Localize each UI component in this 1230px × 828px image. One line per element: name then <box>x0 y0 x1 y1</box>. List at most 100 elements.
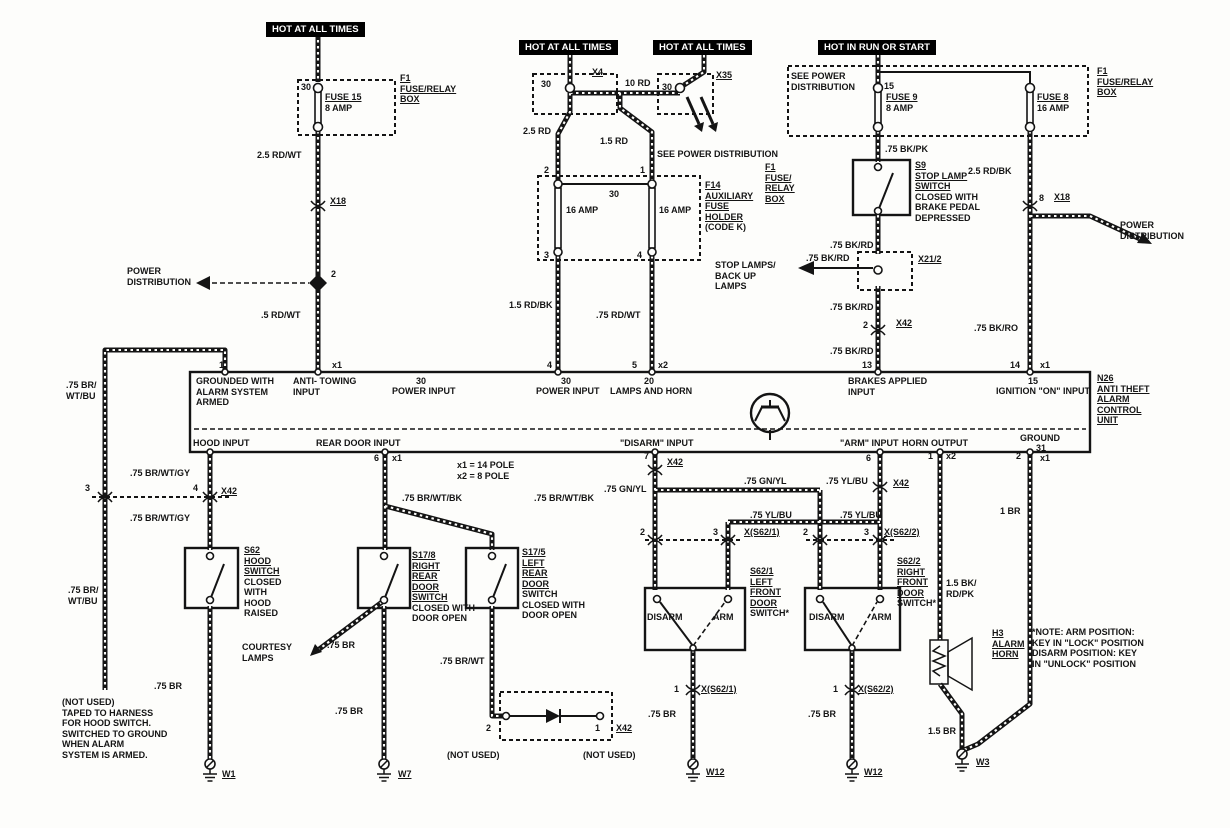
wire-1-5-bk-rd-pk-text-0: 1.5 BK/ <box>946 578 977 588</box>
f14-label-text-0: F14 <box>705 180 721 190</box>
wire-0-75-br-hood-text-0: .75 BR <box>154 681 183 691</box>
wire-0-75-bk-ro: .75 BK/RO <box>974 323 1018 334</box>
f1-fusebox-right-label-text-0: F1 <box>1097 66 1108 76</box>
hood-not-used-note-text-3: SWITCHED TO GROUND <box>62 728 168 739</box>
connector-x42-brake: X42 <box>896 318 912 329</box>
fuse9-terminal-15-text-0: 15 <box>884 81 895 91</box>
see-pd-arrow-line-1 <box>685 96 701 125</box>
cu-pin-6-rear: 6 <box>374 453 379 464</box>
hood-not-used-note-text-0: (NOT USED) <box>62 697 115 707</box>
s9-label-text-0: S9 <box>915 160 927 170</box>
wire-0-75-bk-rd-3: .75 BK/RD <box>830 302 874 313</box>
connector-x42-arm-symbol <box>872 481 888 493</box>
connector-xs621-top-text-0: X(S62/1) <box>744 527 780 537</box>
cu-pin-14-x1: x1 <box>1040 360 1050 371</box>
wire-1-br: 1 BR <box>1000 506 1021 517</box>
cu-pin-6-rear-text-0: 6 <box>374 453 380 463</box>
hot-in-run-or-start-text-0: HOT IN RUN OR START <box>824 42 930 53</box>
connector-x42-left: X42 <box>221 486 237 497</box>
connector-x35: X35 <box>716 70 732 81</box>
hood-not-used-note-text-2: FOR HOOD SWITCH. <box>62 718 151 728</box>
power-distribution-left-text-0: POWER <box>127 266 162 276</box>
f14-pin-3: 3 <box>544 250 549 261</box>
wire-2-5-rd-text-0: 2.5 RD <box>523 126 552 136</box>
stop-lamps-note-text-0: STOP LAMPS/ <box>715 260 776 270</box>
diode-triangle <box>546 709 560 723</box>
connector-xs622-bottom-text-0: X(S62/2) <box>858 684 894 694</box>
f14-fuse-left-amp-text-0: 16 AMP <box>566 205 599 215</box>
s9-stop-lamp-switch-box <box>851 158 912 217</box>
f1-fusebox-right-label-text-1: FUSE/RELAY <box>1097 76 1154 87</box>
cu-lamps-num: 20 <box>644 376 654 387</box>
wire-0-75-br-wt-bk-2: .75 BR/WT/BK <box>534 493 594 504</box>
x18-right-pin-8: 8 <box>1039 193 1044 204</box>
s622-disarm-text: DISARM <box>809 612 845 623</box>
f14-label-text-1: AUXILIARY <box>705 190 754 201</box>
cu-disarm-input-text-0: "DISARM" INPUT <box>620 438 694 448</box>
f14-pin-2-text-0: 2 <box>544 165 550 175</box>
n26-label-text-0: N26 <box>1097 373 1114 383</box>
cu-pin-1: 1 <box>219 360 224 371</box>
f14-pin-1: 1 <box>640 165 645 176</box>
cu-lamps-num-text-0: 20 <box>644 376 655 386</box>
fuse8-label-text-1: 16 AMP <box>1037 102 1070 113</box>
f14-pin-2: 2 <box>544 165 549 176</box>
splice-2: 2 <box>331 269 336 280</box>
ground-w3-label-text-0: W3 <box>976 757 990 767</box>
x42-left-pin-3: 3 <box>85 483 90 494</box>
ground-w12-left-label-text-0: W12 <box>706 767 725 777</box>
x42-brake-pin-2-text-0: 2 <box>863 320 869 330</box>
ground-w12-right <box>845 758 859 782</box>
wire-2-5rd-to-f14-hatch <box>556 93 572 180</box>
f14-fuse-right-amp: 16 AMP <box>659 205 691 216</box>
cu-power-input-1-num-text-0: 30 <box>416 376 427 386</box>
stop-lamps-note-text-2: LAMPS <box>715 281 747 291</box>
s9-label-text-3: CLOSED WITH <box>915 191 978 202</box>
hood-not-used-note-text-5: SYSTEM IS ARMED. <box>62 749 148 760</box>
wire-0-75-br-wt-gy-2-text-0: .75 BR/WT/GY <box>130 513 191 523</box>
s17-8-label-text-3: DOOR <box>412 581 439 592</box>
wire-1-5-bk-rd-pk: 1.5 BK/RD/PK <box>946 578 977 599</box>
cu-rear-door-input: REAR DOOR INPUT <box>316 438 401 449</box>
s17-5-label-text-1: LEFT <box>522 557 545 568</box>
s621-disarm-text: DISARM <box>647 612 683 623</box>
cu-hood-input-text-0: HOOD INPUT <box>193 438 250 448</box>
connector-x18-right-symbol <box>1022 200 1038 212</box>
cu-pin-6-x1: x1 <box>392 453 402 464</box>
ground-w7-label: W7 <box>398 769 412 780</box>
s9-label-text-4: BRAKE PEDAL <box>915 202 981 212</box>
wire-0-75-br-courtesy: .75 BR <box>327 640 355 651</box>
wire-2-5-rd-wt: 2.5 RD/WT <box>257 150 302 161</box>
cu-ground-31: 31 <box>1036 443 1046 454</box>
splice-diamond <box>309 274 327 292</box>
s62-1-switch-arm-alt <box>692 601 726 647</box>
fusebox-right-outline <box>787 65 1089 137</box>
cu-pin-1-x2: x2 <box>946 451 956 462</box>
s17-8-label-text-4: SWITCH <box>412 592 448 602</box>
fuse15-label-text-0: FUSE 15 <box>325 92 362 102</box>
connector-x42-left-pin4-symbol <box>202 491 218 503</box>
cu-pin-5-text-0: 5 <box>632 360 638 370</box>
f1-fusebox-center-label-text-2: RELAY <box>765 183 795 193</box>
xs621-bottom-pin-1: 1 <box>674 684 679 695</box>
cu-grounded-note-text-2: ARMED <box>196 397 229 407</box>
fuse15-terminal-30: 30 <box>301 82 311 93</box>
hot-in-run-or-start: HOT IN RUN OR START <box>818 40 936 55</box>
s17-5-label-text-3: DOOR <box>522 578 549 589</box>
thin-wires <box>506 71 1031 717</box>
connector-x42-brake-text-0: X42 <box>896 318 913 328</box>
connector-x42-left-text-0: X42 <box>221 486 238 496</box>
wire-1-br-text-0: 1 BR <box>1000 506 1021 516</box>
xs622-top-pin-3: 3 <box>864 527 869 538</box>
ground-w3-label: W3 <box>976 757 990 768</box>
connector-xs621-bottom-text-0: X(S62/1) <box>701 684 737 694</box>
ground-w12-left <box>686 758 700 782</box>
f1-fusebox-center-label-text-3: BOX <box>765 193 785 204</box>
see-power-distribution-center-text-0: SEE POWER DISTRIBUTION <box>657 149 779 159</box>
